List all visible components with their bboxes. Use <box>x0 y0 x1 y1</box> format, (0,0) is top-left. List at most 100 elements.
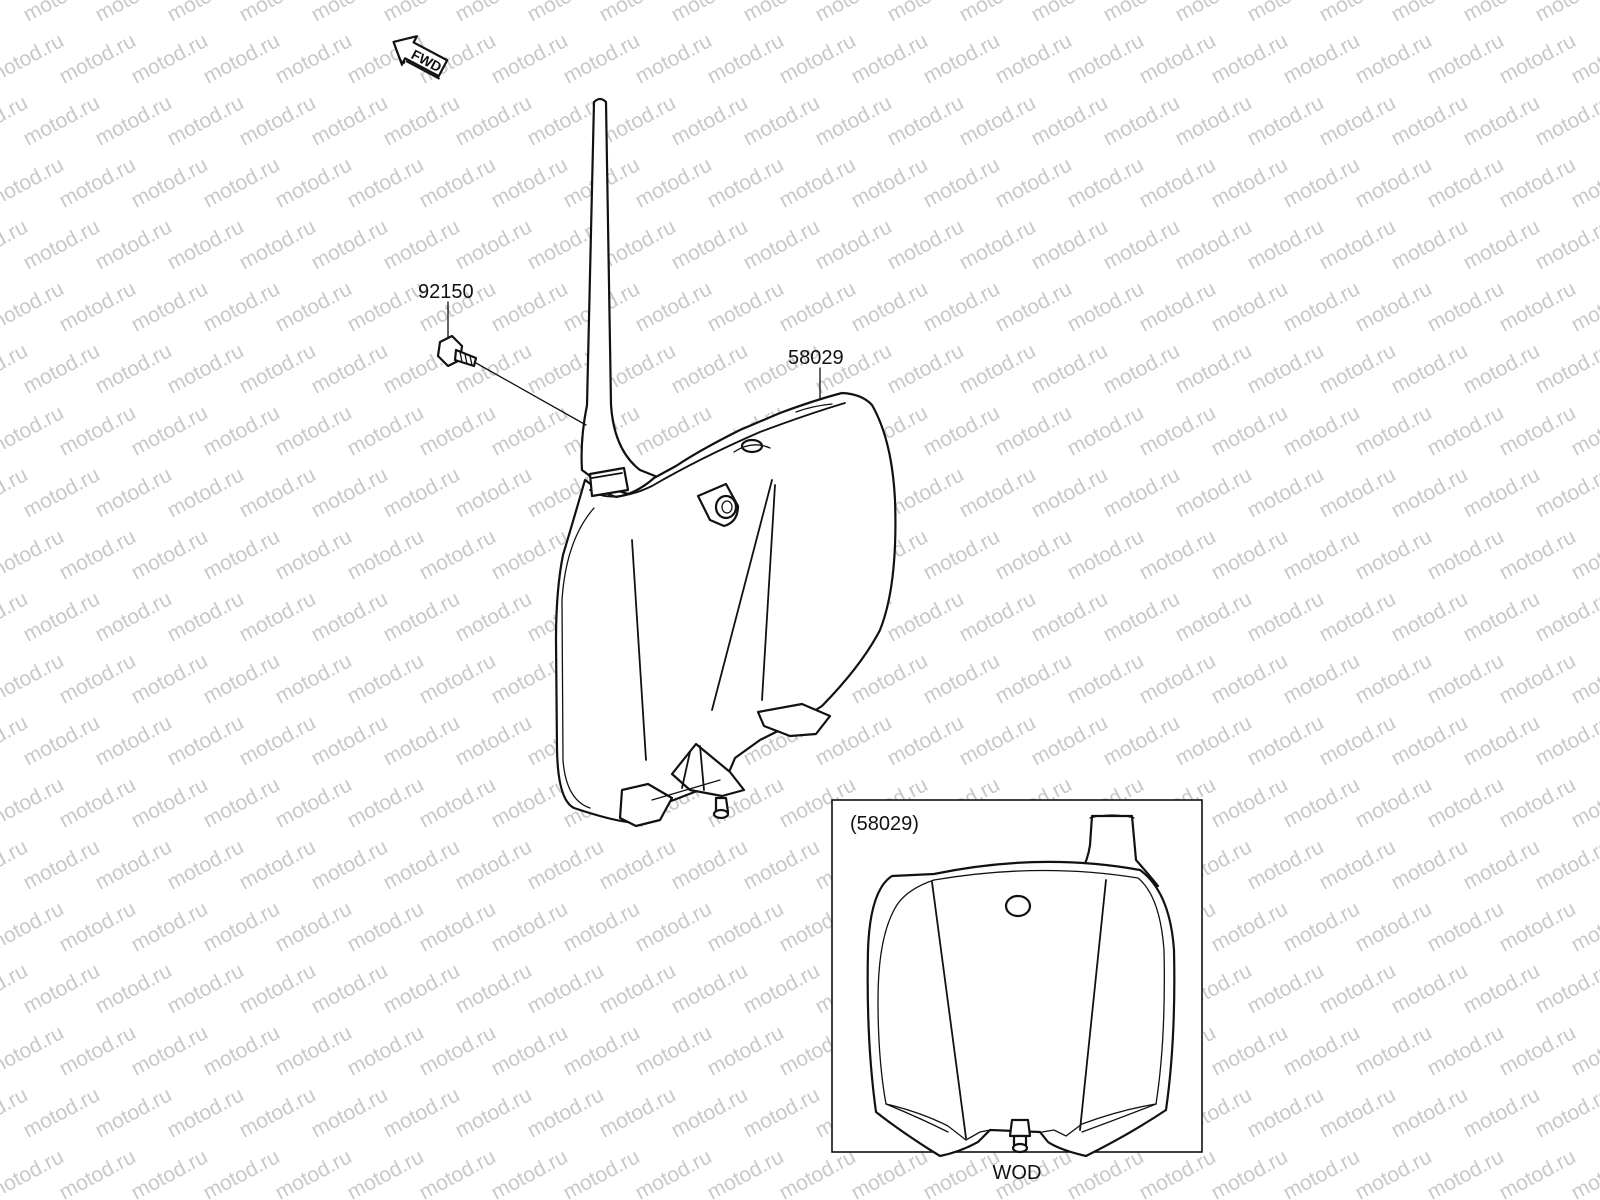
watermark-text: motod.ru <box>344 897 428 956</box>
watermark-text: motod.ru <box>272 29 356 88</box>
watermark-text: motod.ru <box>20 215 104 274</box>
watermark-text: motod.ru <box>1532 1083 1600 1142</box>
watermark-text: motod.ru <box>416 1021 500 1080</box>
watermark-text: motod.ru <box>1388 215 1472 274</box>
watermark-text: motod.ru <box>1352 1145 1436 1200</box>
watermark-text: motod.ru <box>1388 1083 1472 1142</box>
watermark-text: motod.ru <box>380 587 464 646</box>
watermark-text: motod.ru <box>488 897 572 956</box>
watermark-text: motod.ru <box>1316 91 1400 150</box>
watermark-text: motod.ru <box>164 711 248 770</box>
watermark-text: motod.ru <box>1496 897 1580 956</box>
watermark-text: motod.ru <box>128 401 212 460</box>
watermark-text: motod.ru <box>1460 835 1544 894</box>
watermark-text: motod.ru <box>164 587 248 646</box>
watermark-text: motod.ru <box>992 29 1076 88</box>
watermark-text: motod.ru <box>452 463 536 522</box>
watermark-text: motod.ru <box>200 525 284 584</box>
watermark-text: motod.ru <box>20 711 104 770</box>
watermark-text: motod.ru <box>380 835 464 894</box>
watermark-text: motod.ru <box>416 649 500 708</box>
watermark-text: motod.ru <box>236 959 320 1018</box>
watermark-text: motod.ru <box>0 649 68 708</box>
watermark-text: motod.ru <box>1136 525 1220 584</box>
watermark-text: motod.ru <box>344 649 428 708</box>
watermark-text: motod.ru <box>416 1145 500 1200</box>
watermark-text: motod.ru <box>1316 463 1400 522</box>
watermark-text: motod.ru <box>200 897 284 956</box>
watermark-text: motod.ru <box>1388 0 1472 26</box>
watermark-text: motod.ru <box>272 277 356 336</box>
watermark-text: motod.ru <box>1460 0 1544 26</box>
watermark-text: motod.ru <box>1496 525 1580 584</box>
watermark-text: motod.ru <box>164 91 248 150</box>
watermark-text: motod.ru <box>0 29 68 88</box>
watermark-text: motod.ru <box>416 773 500 832</box>
watermark-text: motod.ru <box>1532 91 1600 150</box>
watermark-text: motod.ru <box>1028 91 1112 150</box>
watermark-text: motod.ru <box>1388 463 1472 522</box>
callout-58029: 58029 <box>788 347 844 369</box>
watermark-text: motod.ru <box>1064 401 1148 460</box>
watermark-text: motod.ru <box>1316 959 1400 1018</box>
watermark-text: motod.ru <box>992 153 1076 212</box>
watermark-text: motod.ru <box>1424 649 1508 708</box>
watermark-text: motod.ru <box>56 153 140 212</box>
watermark-text: motod.ru <box>452 215 536 274</box>
watermark-text: motod.ru <box>1172 463 1256 522</box>
watermark-text: motod.ru <box>272 1021 356 1080</box>
watermark-text: motod.ru <box>488 29 572 88</box>
watermark-text: motod.ru <box>1244 587 1328 646</box>
watermark-text: motod.ru <box>164 0 248 26</box>
watermark-text: motod.ru <box>92 463 176 522</box>
watermark-text: motod.ru <box>272 773 356 832</box>
watermark-text: motod.ru <box>1100 0 1184 26</box>
watermark-text: motod.ru <box>884 91 968 150</box>
watermark-text: motod.ru <box>920 649 1004 708</box>
watermark-text: motod.ru <box>380 463 464 522</box>
watermark-text: motod.ru <box>524 0 608 26</box>
watermark-text: motod.ru <box>1244 339 1328 398</box>
watermark-text: motod.ru <box>740 959 824 1018</box>
watermark-text: motod.ru <box>1532 711 1600 770</box>
watermark-text: motod.ru <box>488 153 572 212</box>
watermark-text: motod.ru <box>596 1083 680 1142</box>
watermark-text: motod.ru <box>1460 711 1544 770</box>
watermark-text: motod.ru <box>1244 0 1328 26</box>
watermark-text: motod.ru <box>1028 711 1112 770</box>
watermark-text: motod.ru <box>992 277 1076 336</box>
watermark-text: motod.ru <box>1460 463 1544 522</box>
watermark-text: motod.ru <box>344 1145 428 1200</box>
watermark-text: motod.ru <box>1100 587 1184 646</box>
watermark-text: motod.ru <box>452 0 536 26</box>
watermark-text: motod.ru <box>56 773 140 832</box>
watermark-text: motod.ru <box>848 153 932 212</box>
watermark-text: motod.ru <box>1208 153 1292 212</box>
watermark-text: motod.ru <box>1532 835 1600 894</box>
watermark-text: motod.ru <box>992 649 1076 708</box>
watermark-text: motod.ru <box>740 91 824 150</box>
watermark-text: motod.ru <box>704 1021 788 1080</box>
watermark-text: motod.ru <box>200 153 284 212</box>
watermark-text: motod.ru <box>632 153 716 212</box>
watermark-text: motod.ru <box>1496 1145 1580 1200</box>
watermark-text: motod.ru <box>308 959 392 1018</box>
watermark-text: motod.ru <box>272 649 356 708</box>
watermark-text: motod.ru <box>1424 277 1508 336</box>
watermark-text: motod.ru <box>128 649 212 708</box>
watermark-text: motod.ru <box>1136 277 1220 336</box>
watermark-text: motod.ru <box>200 1021 284 1080</box>
watermark-text: motod.ru <box>884 711 968 770</box>
watermark-text: motod.ru <box>668 959 752 1018</box>
watermark-text: motod.ru <box>1424 153 1508 212</box>
watermark-text: motod.ru <box>920 1145 1004 1200</box>
watermark-text: motod.ru <box>1496 153 1580 212</box>
watermark-text: motod.ru <box>596 91 680 150</box>
watermark-text: motod.ru <box>56 29 140 88</box>
watermark-text: motod.ru <box>740 835 824 894</box>
watermark-text: motod.ru <box>0 401 68 460</box>
detail-view-title: (58029) <box>850 813 919 835</box>
watermark-text: motod.ru <box>1352 897 1436 956</box>
watermark-text: motod.ru <box>776 1145 860 1200</box>
watermark-text: motod.ru <box>1496 277 1580 336</box>
